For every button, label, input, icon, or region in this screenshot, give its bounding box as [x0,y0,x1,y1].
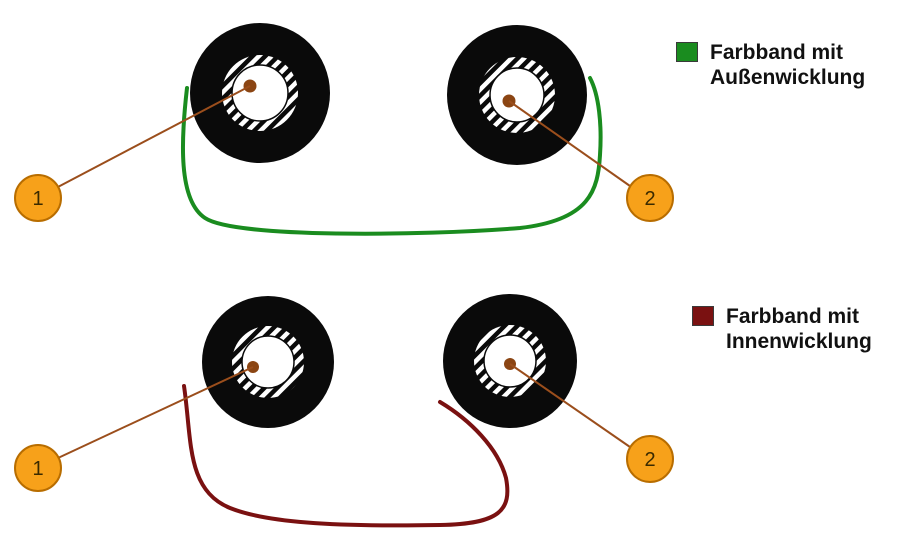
spool-bottom-right [443,294,577,428]
callout-top-right-number: 2 [644,188,655,210]
spool-top-right [447,25,587,165]
legend-outer-line2: Außenwicklung [710,66,866,89]
leader-line-top-right [508,100,631,187]
leader-line-bottom-right [509,363,631,448]
callout-bottom-right-number: 2 [644,449,655,471]
leader-line-bottom-left [57,366,254,459]
legend-inner-text: Farbband mit Innenwicklung [726,304,872,354]
legend-swatch-red [692,306,714,326]
callout-bottom-right: 2 [626,435,674,483]
legend-swatch-green [676,42,698,62]
ribbon-inner-winding [182,384,510,528]
spool-top-left [190,23,330,163]
legend-inner-winding: Farbband mit Innenwicklung [692,304,872,354]
callout-top-right: 2 [626,174,674,222]
spool-bottom-left [202,296,334,428]
ribbon-outer-winding [180,76,603,236]
legend-outer-line1: Farbband mit [710,41,844,64]
callout-top-left: 1 [14,174,62,222]
legend-outer-winding: Farbband mit Außenwicklung [676,40,865,90]
callout-top-left-number: 1 [32,188,43,210]
leader-line-top-left [55,85,251,189]
legend-inner-line1: Farbband mit [726,305,860,328]
legend-inner-line2: Innenwicklung [726,330,872,353]
callout-bottom-left: 1 [14,444,62,492]
legend-outer-text: Farbband mit Außenwicklung [710,40,865,90]
callout-bottom-left-number: 1 [32,458,43,480]
